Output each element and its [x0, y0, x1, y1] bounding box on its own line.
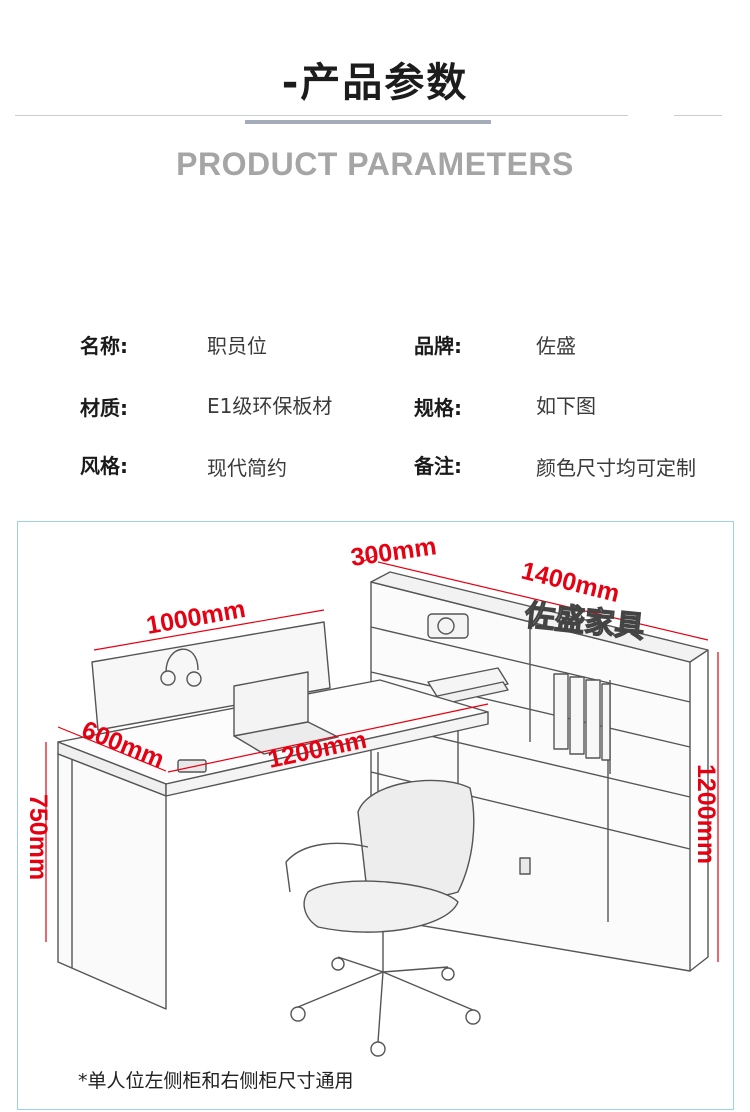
page-subtitle: PRODUCT PARAMETERS: [176, 146, 574, 182]
param-brand-value: 佐盛: [536, 334, 576, 358]
param-spec-label: 规格:: [414, 396, 462, 420]
title-divider: [15, 115, 628, 116]
param-remark-label: 备注:: [414, 454, 462, 478]
footnote: *单人位左侧柜和右侧柜尺寸通用: [78, 1070, 354, 1092]
title-accent-bar: [245, 120, 491, 124]
page-title: -产品参数: [281, 60, 469, 106]
title-divider-right: [674, 115, 722, 116]
param-material-value: E1级环保板材: [207, 394, 333, 418]
workstation-drawing: 1000mm 600mm 1200mm 750mm 300mm 1400mm 1…: [24, 532, 720, 1057]
dim-cabinet-depth: 300mm: [349, 532, 438, 572]
param-remark-value: 颜色尺寸均可定制: [536, 456, 696, 480]
param-brand-label: 品牌:: [414, 334, 462, 358]
param-style-value: 现代简约: [207, 456, 287, 480]
product-dimension-figure: 1000mm 600mm 1200mm 750mm 300mm 1400mm 1…: [17, 521, 734, 1110]
param-material-label: 材质:: [80, 396, 128, 420]
param-style-label: 风格:: [80, 454, 128, 478]
param-name-value: 职员位: [207, 334, 267, 358]
dim-screen-width: 1000mm: [144, 595, 247, 640]
dim-cabinet-height: 1200mm: [692, 764, 720, 864]
param-name-label: 名称:: [80, 334, 128, 358]
param-spec-value: 如下图: [536, 394, 596, 418]
dim-desk-height: 750mm: [24, 794, 52, 880]
